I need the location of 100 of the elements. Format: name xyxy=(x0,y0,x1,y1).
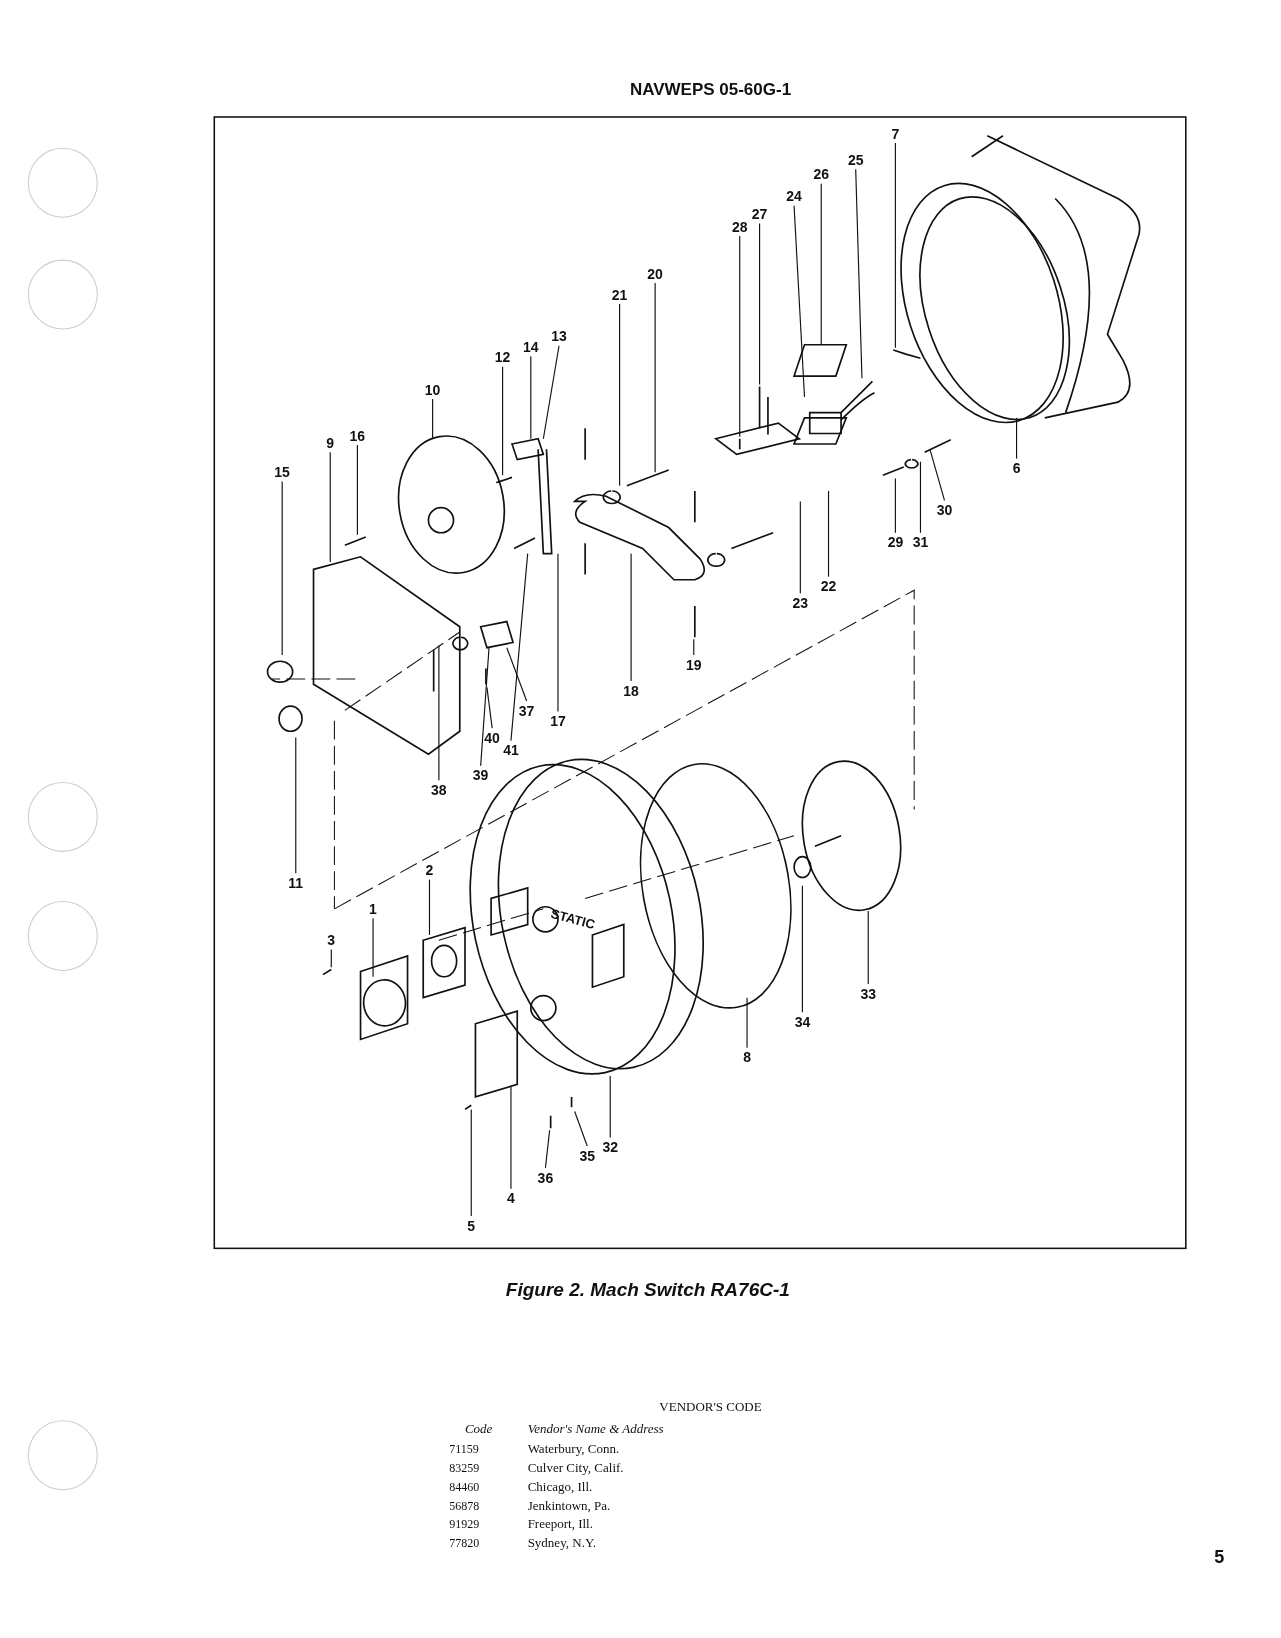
callout-number: 35 xyxy=(577,1146,597,1165)
callout-number: 32 xyxy=(600,1138,620,1157)
table-cell: Chicago, Ill. xyxy=(527,1478,593,1495)
callout-number: 15 xyxy=(272,463,292,482)
leader-line xyxy=(867,910,869,985)
leader-line xyxy=(630,553,632,682)
table-cell: Culver City, Calif. xyxy=(527,1460,624,1476)
callout-number: 13 xyxy=(549,327,569,346)
table-cell: Jenkintown, Pa. xyxy=(527,1497,611,1514)
leader-line xyxy=(281,481,283,656)
leader-line xyxy=(801,885,803,1013)
leader-line xyxy=(510,553,529,742)
callout-number: 17 xyxy=(548,711,568,730)
leader-line xyxy=(486,686,493,729)
leader-line xyxy=(827,490,830,578)
callout-number: 20 xyxy=(645,264,665,283)
callout-number: 28 xyxy=(729,217,750,236)
callout-number: 5 xyxy=(465,1216,478,1235)
table-cell: 84460 xyxy=(449,1479,480,1495)
leader-line xyxy=(820,183,822,346)
leader-line xyxy=(929,448,946,501)
table-cell: 56878 xyxy=(449,1498,480,1514)
callout-number: 27 xyxy=(749,205,770,224)
callout-number: 18 xyxy=(621,681,641,700)
leader-line xyxy=(799,500,801,594)
table-cell: 83259 xyxy=(449,1460,480,1476)
callout-number: 34 xyxy=(792,1012,813,1031)
leader-line xyxy=(432,398,434,440)
callout-number: 8 xyxy=(741,1048,753,1067)
callout-number: 19 xyxy=(684,655,704,674)
leader-line xyxy=(654,282,656,473)
callout-number: 39 xyxy=(470,766,491,785)
leader-line xyxy=(438,645,440,781)
callout-number: 2 xyxy=(423,861,436,880)
leader-line xyxy=(746,997,748,1049)
callout-number: 38 xyxy=(429,780,449,799)
leader-line xyxy=(894,477,896,534)
callout-number: 7 xyxy=(889,124,902,143)
leader-line xyxy=(693,638,695,656)
leader-line xyxy=(510,1085,512,1190)
leader-line xyxy=(855,168,863,379)
table-cell: Freeport, Ill. xyxy=(527,1516,593,1533)
leader-line xyxy=(530,355,532,440)
callout-number: 22 xyxy=(818,577,839,596)
leader-line xyxy=(919,461,922,534)
callout-number: 14 xyxy=(521,337,541,356)
leader-line xyxy=(295,736,297,874)
leader-line xyxy=(502,366,504,476)
leader-line xyxy=(739,235,741,438)
leader-line xyxy=(619,303,621,487)
callout-number: 29 xyxy=(885,533,906,552)
leader-line xyxy=(557,553,559,712)
leader-line xyxy=(506,647,528,702)
page-header: NAVWEPS 05-60G-1 xyxy=(629,79,792,100)
callout-number: 36 xyxy=(535,1168,556,1187)
table-cell: 71159 xyxy=(449,1441,479,1457)
leader-line xyxy=(544,1129,551,1169)
callout-number: 41 xyxy=(501,741,521,760)
column-header: Code xyxy=(464,1421,493,1438)
callout-number: 3 xyxy=(325,931,338,950)
leader-line xyxy=(542,345,560,440)
leader-line xyxy=(574,1110,588,1147)
table-cell: Waterbury, Conn. xyxy=(527,1441,620,1458)
leader-line xyxy=(356,444,358,536)
callout-number: 30 xyxy=(934,500,955,519)
callout-number: 4 xyxy=(505,1189,517,1208)
page-number: 5 xyxy=(1214,1546,1225,1568)
callout-number: 9 xyxy=(324,434,337,452)
leader-line xyxy=(480,647,490,767)
callout-number: 21 xyxy=(609,285,630,304)
table-title: VENDOR'S CODE xyxy=(659,1399,762,1416)
callout-number: 16 xyxy=(347,426,368,445)
callout-number: 31 xyxy=(910,533,931,552)
callout-number: 25 xyxy=(845,150,866,169)
table-cell: 91929 xyxy=(449,1516,480,1532)
leader-line xyxy=(894,142,896,349)
callout-number: 6 xyxy=(1010,459,1023,478)
part-marking: STATIC xyxy=(548,906,597,933)
leader-line xyxy=(372,917,374,978)
callout-number: 37 xyxy=(516,701,537,720)
leader-line xyxy=(609,1075,611,1139)
leader-line xyxy=(329,451,331,563)
table-cell: Sydney, N.Y. xyxy=(527,1535,596,1552)
callout-number: 12 xyxy=(492,348,513,367)
callout-number: 40 xyxy=(482,728,502,747)
leader-line xyxy=(759,222,761,385)
column-header: Vendor's Name & Address xyxy=(527,1421,664,1438)
callout-number: 23 xyxy=(790,593,811,612)
leader-line xyxy=(330,949,332,968)
callout-number: 10 xyxy=(422,380,443,399)
leader-line xyxy=(793,205,806,398)
leader-line xyxy=(428,879,431,936)
callout-number: 11 xyxy=(286,873,306,892)
callout-number: 33 xyxy=(858,984,879,1003)
callout-number: 24 xyxy=(784,187,804,206)
table-cell: 77820 xyxy=(449,1535,480,1551)
leader-line xyxy=(470,1108,472,1217)
leader-line xyxy=(1016,417,1018,460)
callout-number: 1 xyxy=(367,900,379,918)
callout-number: 26 xyxy=(811,165,832,184)
